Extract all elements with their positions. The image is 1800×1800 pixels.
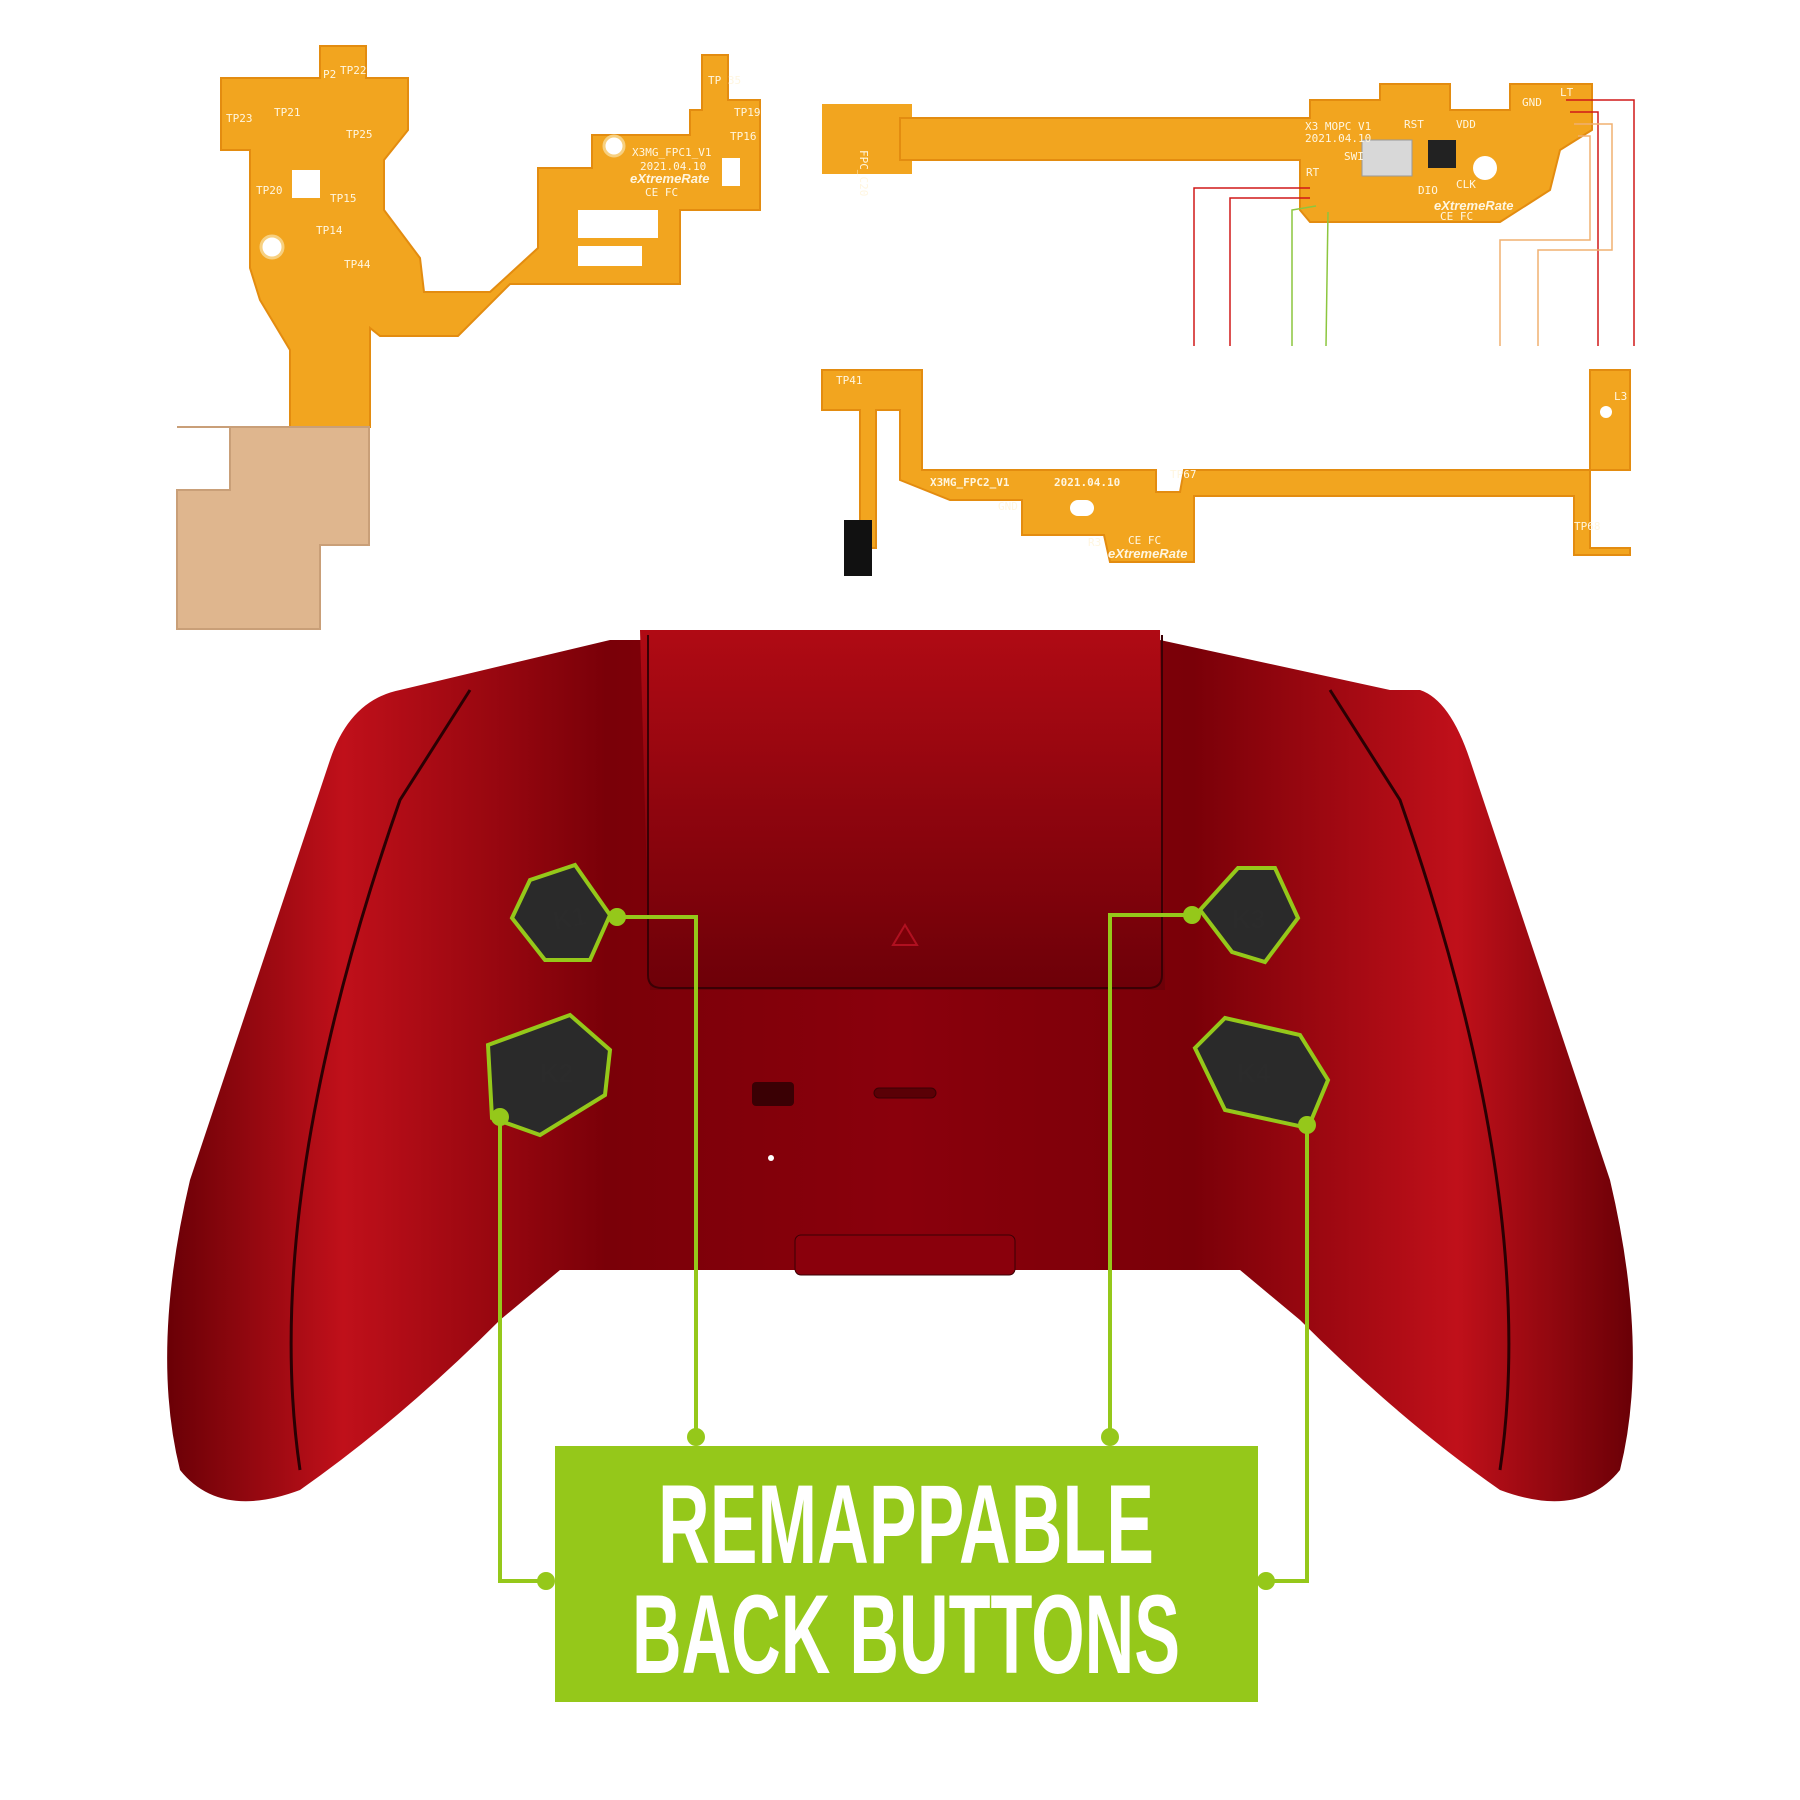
pad — [722, 158, 740, 186]
pcb-label: RT — [1306, 166, 1320, 179]
test-point-label: TP20 — [256, 184, 283, 197]
mount-hole — [1600, 406, 1612, 418]
pcb-label: DIO — [1418, 184, 1438, 197]
pcb-label: L3 — [1614, 390, 1627, 403]
test-point-label: TP15 — [330, 192, 357, 205]
feature-banner: REMAPPABLE BACK BUTTONS — [555, 1446, 1258, 1702]
pcb-label: R3 — [1088, 536, 1101, 549]
pad — [578, 246, 642, 266]
pcb-label: SWI — [1344, 150, 1364, 163]
chip — [1428, 140, 1456, 168]
battery-cover — [640, 630, 1165, 990]
pcb-label: RST — [1404, 118, 1424, 131]
fpc1-cert-mark: CE FC — [645, 186, 678, 199]
banner-line-1: REMAPPABLE — [658, 1462, 1154, 1587]
test-point-label: TP 35 — [708, 74, 741, 87]
mount-hole — [602, 134, 626, 158]
profile-switch[interactable] — [752, 1082, 794, 1106]
back-button-k3[interactable]: K3 — [1197, 866, 1301, 965]
k2-label: K2 — [540, 1058, 573, 1088]
eject-icon — [891, 923, 919, 946]
mount-hole — [259, 234, 285, 260]
back-button-k4[interactable]: K4 — [1192, 1015, 1331, 1131]
test-point-label: P2 — [323, 68, 336, 81]
pcb-label: FPC_C20 — [857, 150, 870, 196]
pcb-label: GND — [1522, 96, 1542, 109]
adhesive-sticker — [176, 426, 370, 630]
pcb-label: LT — [1560, 86, 1574, 99]
test-point-label: TP44 — [344, 258, 371, 271]
pcb-label: TP67 — [1170, 468, 1197, 481]
test-point-label: TP25 — [346, 128, 373, 141]
pcb-label: GND — [998, 500, 1018, 513]
fpc2-cert-mark: CE FC — [1128, 534, 1161, 547]
ribbon-tip — [844, 520, 872, 576]
k3-label: K3 — [1232, 904, 1265, 934]
test-point-label: TP16 — [730, 130, 757, 143]
test-point-label: TP22 — [340, 64, 367, 77]
fpc2-brand-logo: eXtremeRate — [1108, 546, 1188, 561]
bottom-port-cover — [794, 1234, 1016, 1276]
fpc1-brand-logo: eXtremeRate — [630, 171, 710, 186]
main-board-brand-logo: eXtremeRate — [1434, 198, 1514, 213]
banner-line-2: BACK BUTTONS — [632, 1572, 1180, 1697]
mount-hole — [1070, 500, 1094, 516]
test-point-label: TP23 — [226, 112, 253, 125]
led-indicator — [768, 1155, 774, 1161]
main-board-cert-mark: CE FC — [1440, 210, 1473, 223]
fpc1-date-label: 2021.04.10 — [640, 160, 706, 173]
pad — [578, 210, 658, 238]
fpc2-model-label: X3MG_FPC2_V1 — [930, 476, 1010, 489]
fpc2-date-label: 2021.04.10 — [1054, 476, 1120, 489]
lead-wires — [1193, 99, 1635, 347]
switch-component — [1361, 139, 1413, 177]
callout-lines — [491, 906, 1316, 1590]
main-board-date-label: 2021.04.10 — [1305, 132, 1371, 145]
test-point-label: TP14 — [316, 224, 343, 237]
ribbon-connector — [822, 104, 912, 174]
fpc1-flex-cable: X3MG_FPC1_V1 2021.04.10 eXtremeRate CE F… — [176, 45, 761, 630]
pad — [292, 170, 320, 198]
pcb-label: CLK — [1456, 178, 1476, 191]
test-point-label: TP21 — [274, 106, 301, 119]
k4-label: K4 — [1237, 1058, 1271, 1088]
mount-hole — [1473, 156, 1497, 180]
test-point-label: TP19 — [734, 106, 761, 119]
k1-label: K1 — [551, 901, 589, 936]
indicator-slot — [873, 1087, 937, 1099]
main-board: X3 MOPC V1 2021.04.10 eXtremeRate CE FC … — [822, 83, 1635, 347]
pcb-label: TP68 — [1574, 520, 1601, 533]
main-board-model-label: X3 MOPC V1 — [1305, 120, 1371, 133]
back-button-k1[interactable]: K1 — [509, 862, 613, 962]
pcb-label: TP41 — [836, 374, 863, 387]
pcb-label: VDD — [1456, 118, 1476, 131]
fpc2-flex-cable: TP41 X3MG_FPC2_V1 2021.04.10 TP67 L3 TP6… — [821, 369, 1631, 576]
fpc1-model-label: X3MG_FPC1_V1 — [632, 146, 711, 159]
controller-back-shell — [167, 630, 1633, 1502]
